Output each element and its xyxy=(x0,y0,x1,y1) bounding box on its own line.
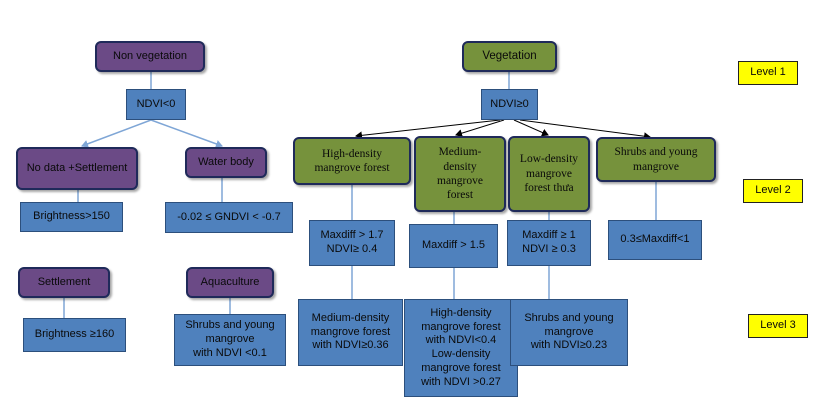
no-data-settlement-node: No data +Settlement xyxy=(16,147,138,190)
connector-ndvi-shrubs xyxy=(519,119,651,141)
maxdiff-1-node: Maxdiff ≥ 1 NDVI ≥ 0.3 xyxy=(507,220,591,266)
medium-density-result-node: Medium-density mangrove forest with NDVI… xyxy=(298,299,403,366)
level-1-label: Level 1 xyxy=(738,61,798,85)
water-body-node: Water body xyxy=(185,147,267,178)
ndvi-ge-0-node: NDVI≥0 xyxy=(481,89,538,120)
gndvi-range-node: -0.02 ≤ GNDVI < -0.7 xyxy=(165,202,293,233)
connector-ndvi-low xyxy=(513,119,549,137)
connector-ndvi-medium xyxy=(455,119,505,138)
shrubs-result-node: Shrubs and young mangrove with NDVI≥0.23 xyxy=(510,299,628,366)
brightness-ge-160-node: Brightness ≥160 xyxy=(23,318,126,352)
non-vegetation-node: Non vegetation xyxy=(95,41,205,72)
level-2-label: Level 2 xyxy=(743,179,803,203)
brightness-gt-150-node: Brightness>150 xyxy=(20,202,123,232)
shrubs-ndvi-lt-01-node: Shrubs and young mangrove with NDVI <0.1 xyxy=(174,314,286,366)
maxdiff-03-node: 0.3≤Maxdiff<1 xyxy=(608,220,702,260)
connector-ndvi-water xyxy=(150,119,223,148)
settlement-node: Settlement xyxy=(18,267,110,298)
connector-ndvi-high xyxy=(355,119,501,140)
aquaculture-node: Aquaculture xyxy=(186,267,274,298)
vegetation-node: Vegetation xyxy=(462,41,557,72)
medium-density-node: Medium- density mangrove forest xyxy=(414,136,506,212)
high-density-node: High-density mangrove forest xyxy=(293,137,411,185)
maxdiff-15-node: Maxdiff > 1.5 xyxy=(409,224,498,268)
low-density-node: Low-density mangrove forest thưa xyxy=(508,136,590,212)
ndvi-lt-0-node: NDVI<0 xyxy=(126,89,186,120)
connector-ndvi-nodata xyxy=(81,119,152,148)
level-3-label: Level 3 xyxy=(748,314,808,338)
shrubs-young-node: Shrubs and young mangrove xyxy=(596,137,716,182)
high-low-density-result-node: High-density mangrove forest with NDVI<0… xyxy=(404,299,518,397)
maxdiff-17-node: Maxdiff > 1.7 NDVI≥ 0.4 xyxy=(309,220,395,266)
